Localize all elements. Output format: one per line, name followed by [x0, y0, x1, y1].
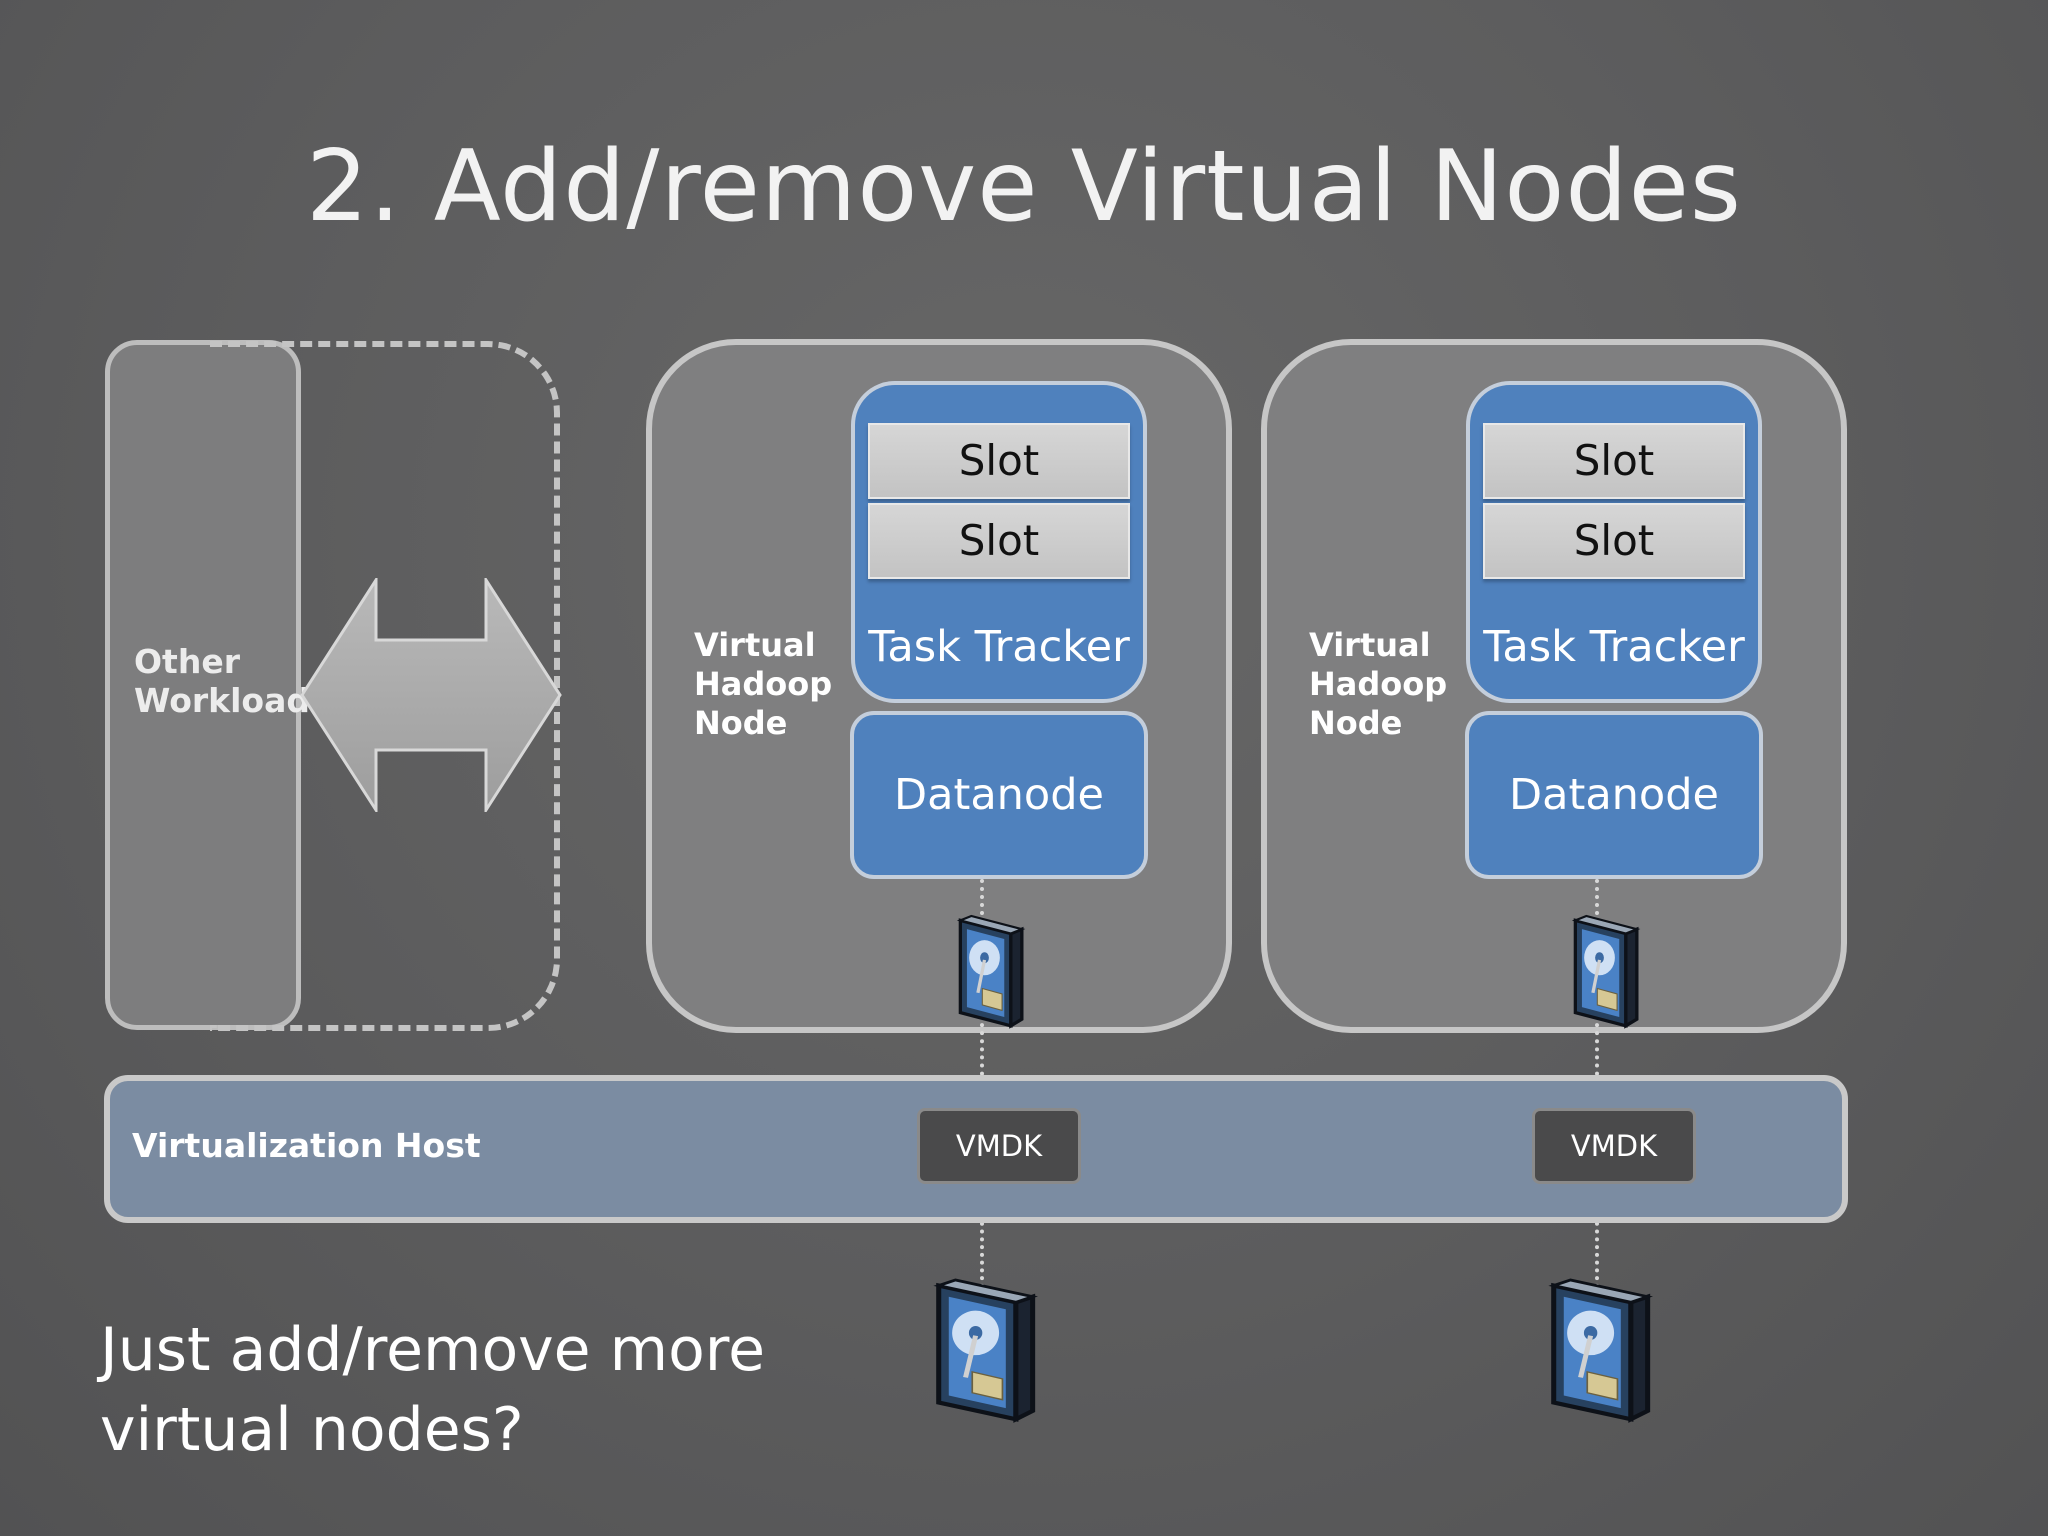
connector-line [1595, 1183, 1599, 1288]
footer-question: Just add/remove more virtual nodes? [100, 1315, 766, 1465]
connector-line [980, 879, 984, 923]
task-tracker-label: Task Tracker [1483, 622, 1745, 672]
connector-line [980, 1015, 984, 1108]
removable-node-outline [210, 341, 560, 1031]
datanode-box: Datanode [1465, 711, 1763, 879]
slot: Slot [1483, 503, 1745, 579]
slide-title: 2. Add/remove Virtual Nodes [306, 130, 1742, 244]
connector-line [1595, 1015, 1599, 1108]
hard-disk-icon [1571, 914, 1641, 1029]
datanode-box: Datanode [850, 711, 1148, 879]
task-tracker-label: Task Tracker [868, 622, 1130, 672]
other-workload-box [105, 340, 301, 1030]
connector-line [980, 1183, 984, 1288]
other-workload-label: Other Workload [134, 642, 310, 720]
virtual-hadoop-node-label: Virtual Hadoop Node [694, 626, 833, 742]
double-arrow-icon [300, 578, 562, 812]
physical-disk-icon [933, 1278, 1039, 1423]
slot: Slot [868, 423, 1130, 499]
vmdk-box: VMDK [1532, 1108, 1696, 1184]
connector-line [1595, 879, 1599, 923]
slot: Slot [868, 503, 1130, 579]
vmdk-box: VMDK [917, 1108, 1081, 1184]
hard-disk-icon [956, 914, 1026, 1029]
slot: Slot [1483, 423, 1745, 499]
virtualization-host-label: Virtualization Host [132, 1126, 481, 1165]
virtual-hadoop-node-label: Virtual Hadoop Node [1309, 626, 1448, 742]
physical-disk-icon [1548, 1278, 1654, 1423]
